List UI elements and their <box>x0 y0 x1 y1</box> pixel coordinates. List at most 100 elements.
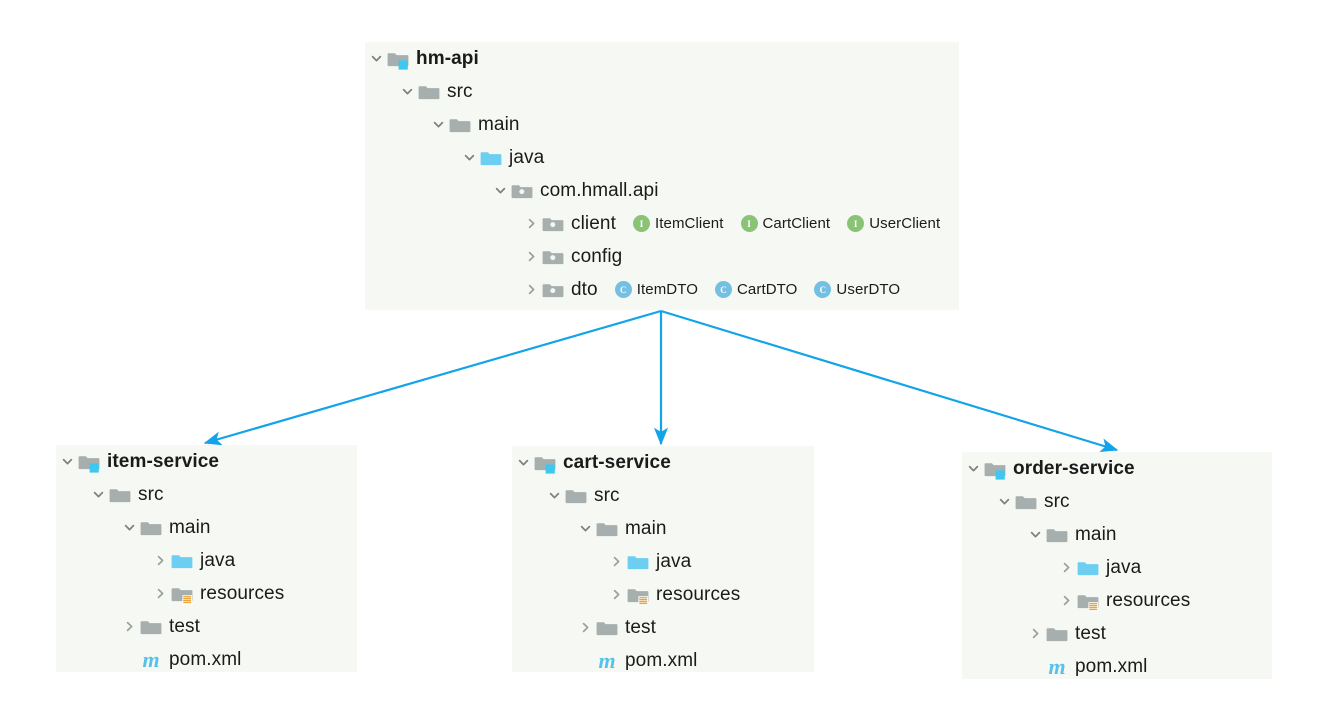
chevron-right-icon[interactable] <box>574 611 596 644</box>
tree-row-label: config <box>571 245 623 267</box>
tree-row[interactable]: resources <box>512 578 814 611</box>
tree-row[interactable]: order-service <box>962 452 1272 485</box>
tree-row-label: main <box>478 113 520 135</box>
class-badge-icon: C <box>614 281 632 298</box>
chevron-down-icon[interactable] <box>543 479 565 512</box>
chevron-down-icon[interactable] <box>365 42 387 75</box>
chevron-right-icon[interactable] <box>520 240 542 273</box>
folder-icon <box>596 617 618 639</box>
tree-indent <box>962 600 1055 601</box>
tree-row[interactable]: cart-service <box>512 446 814 479</box>
package-icon <box>542 246 564 268</box>
chevron-down-icon[interactable] <box>512 446 534 479</box>
chevron-right-icon[interactable] <box>1024 617 1046 650</box>
tree-row[interactable]: test <box>56 610 357 643</box>
tree-indent <box>365 289 520 290</box>
chevron-down-icon[interactable] <box>574 512 596 545</box>
tree-row[interactable]: main <box>56 511 357 544</box>
tree-row-label: src <box>138 483 164 505</box>
chevron-down-icon[interactable] <box>1024 518 1046 551</box>
arrow-hm-api-to-item-service <box>203 309 662 446</box>
package-icon <box>542 213 564 235</box>
tree-row[interactable]: java <box>365 141 959 174</box>
tree-row[interactable]: src <box>512 479 814 512</box>
tree-row[interactable]: main <box>365 108 959 141</box>
tree-row[interactable]: src <box>56 478 357 511</box>
tree-row[interactable]: item-service <box>56 445 357 478</box>
chevron-down-icon[interactable] <box>489 174 511 207</box>
tree-row[interactable]: resources <box>56 577 357 610</box>
tree-row[interactable]: java <box>962 551 1272 584</box>
tree-row-label: item-service <box>107 450 220 472</box>
tree-row[interactable]: main <box>962 518 1272 551</box>
tree-row[interactable]: java <box>512 545 814 578</box>
chevron-right-icon[interactable] <box>1055 551 1077 584</box>
tree-row[interactable]: java <box>56 544 357 577</box>
tree-row-label: java <box>656 550 692 572</box>
chevron-right-icon[interactable] <box>605 578 627 611</box>
tree-indent <box>365 124 427 125</box>
source-folder-icon <box>171 550 193 572</box>
tree-row[interactable]: hm-api <box>365 42 959 75</box>
chip-label: CartDTO <box>736 281 798 298</box>
maven-icon: m <box>598 647 616 673</box>
chevron-down-icon[interactable] <box>118 511 140 544</box>
tree-indent <box>962 666 1024 667</box>
chevron-right-icon[interactable] <box>520 207 542 240</box>
chevron-down-icon[interactable] <box>993 485 1015 518</box>
tree-row-label: client <box>571 212 616 234</box>
chevron-right-icon[interactable] <box>520 273 542 306</box>
chevron-down-icon[interactable] <box>56 445 78 478</box>
chip-label: ItemClient <box>654 215 724 232</box>
chevron-right-icon[interactable] <box>1055 584 1077 617</box>
tree-row-label: hm-api <box>416 47 479 69</box>
folder-icon <box>140 616 162 638</box>
tree-row[interactable]: com.hmall.api <box>365 174 959 207</box>
tree-indent <box>512 594 605 595</box>
tree-row-label: java <box>1106 556 1142 578</box>
tree-row[interactable]: main <box>512 512 814 545</box>
folder-icon <box>1046 524 1068 546</box>
chevron-down-icon[interactable] <box>87 478 109 511</box>
tree-indent <box>365 256 520 257</box>
tree-row[interactable]: resources <box>962 584 1272 617</box>
chevron-down-icon[interactable] <box>427 108 449 141</box>
chevron-down-icon[interactable] <box>458 141 480 174</box>
chip-label: CartClient <box>762 215 831 232</box>
tree-row[interactable]: config <box>365 240 959 273</box>
tree-row[interactable]: src <box>365 75 959 108</box>
tree-row[interactable]: test <box>962 617 1272 650</box>
tree-indent <box>962 501 993 502</box>
tree-indent <box>365 190 489 191</box>
tree-row-label: src <box>447 80 473 102</box>
chevron-down-icon[interactable] <box>962 452 984 485</box>
interface-badge-icon: I <box>632 215 650 232</box>
arrow-hm-api-to-order-service <box>660 309 1119 452</box>
chevron-right-icon[interactable] <box>149 577 171 610</box>
folder-icon <box>596 518 618 540</box>
maven-icon: m <box>1048 653 1066 679</box>
chevron-right-icon[interactable] <box>605 545 627 578</box>
tree-row[interactable]: src <box>962 485 1272 518</box>
tree-indent <box>512 627 574 628</box>
chevron-right-icon[interactable] <box>118 610 140 643</box>
package-icon <box>542 279 564 301</box>
chevron-right-icon[interactable] <box>149 544 171 577</box>
chevron-down-icon[interactable] <box>396 75 418 108</box>
tree-row[interactable]: test <box>512 611 814 644</box>
folder-icon <box>418 81 440 103</box>
